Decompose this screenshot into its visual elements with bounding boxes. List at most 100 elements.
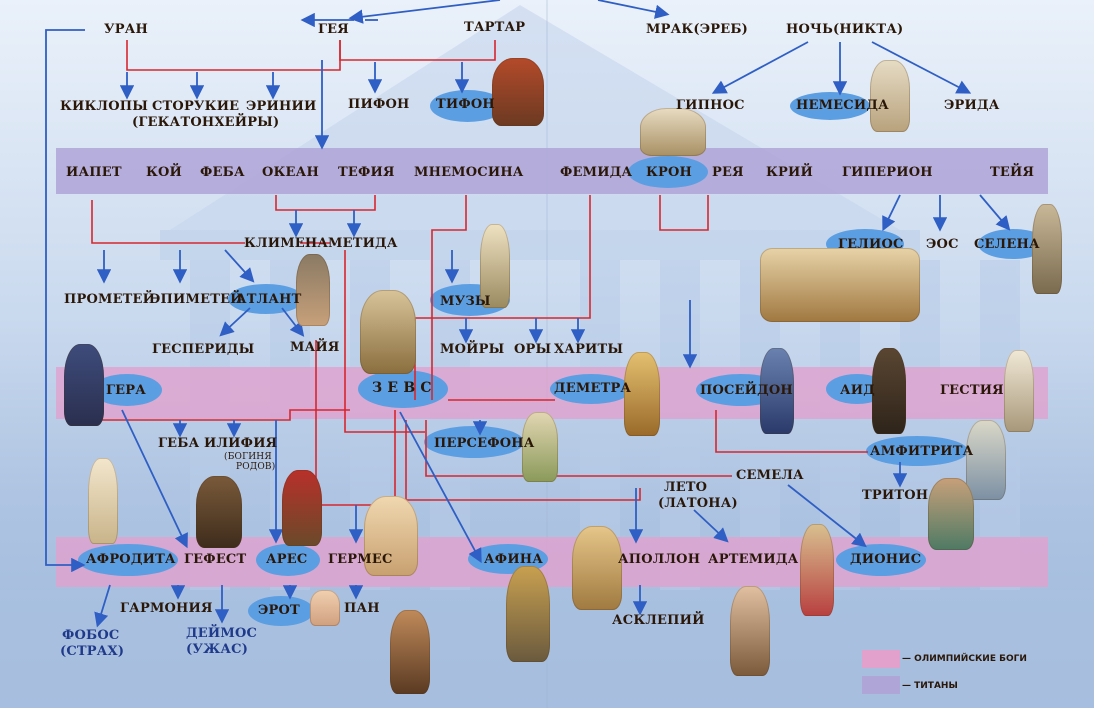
- label-tefiya: ТЕФИЯ: [338, 165, 395, 180]
- legend-titans-swatch: [862, 676, 900, 694]
- label-maiya: МАЙЯ: [290, 340, 340, 355]
- zevs-oval: [358, 370, 448, 408]
- poseidon-figure: [760, 348, 794, 434]
- label-erot: ЭРОТ: [258, 603, 300, 618]
- label-boginya-rodov-1: (БОГИНЯ: [224, 452, 272, 462]
- label-afina: АФИНА: [484, 552, 544, 567]
- artemida-figure: [730, 586, 770, 676]
- kron-oval: [628, 156, 708, 188]
- label-tartar: ТАРТАР: [464, 20, 526, 35]
- label-nemesida: НЕМЕСИДА: [796, 98, 889, 113]
- label-gelios: ГЕЛИОС: [838, 237, 904, 252]
- label-noch: НОЧЬ(НИКТА): [786, 22, 904, 37]
- afrodita-oval: [78, 544, 178, 576]
- label-gefest: ГЕФЕСТ: [184, 552, 247, 567]
- label-gestiya: ГЕСТИЯ: [940, 383, 1004, 398]
- label-reya: РЕЯ: [712, 165, 744, 180]
- legend-titans-label: — ТИТАНЫ: [902, 681, 958, 691]
- label-triton: ТРИТОН: [862, 488, 929, 503]
- label-dionis: ДИОНИС: [850, 552, 922, 567]
- label-ory: ОРЫ: [514, 342, 552, 357]
- label-apollon: АПОЛЛОН: [618, 552, 701, 567]
- amfitrita-figure: [966, 420, 1006, 500]
- afrodita-figure: [88, 458, 118, 544]
- germes-figure: [364, 496, 418, 576]
- label-boginya-rodov-2: РОДОВ): [236, 462, 276, 472]
- gera-figure: [64, 344, 104, 426]
- label-ares: АРЕС: [266, 552, 308, 567]
- erot-oval: [248, 596, 314, 626]
- demetra-oval: [550, 374, 632, 404]
- persefona-figure: [522, 412, 558, 482]
- ares-oval: [256, 544, 320, 576]
- label-demetra: ДЕМЕТРА: [554, 381, 632, 396]
- label-latona: (ЛАТОНА): [658, 496, 738, 511]
- selena-figure: [1032, 204, 1062, 294]
- label-poseidon: ПОСЕЙДОН: [700, 383, 793, 398]
- dionis-oval: [836, 544, 926, 576]
- label-uzhas: (УЖАС): [186, 642, 249, 657]
- label-iapet: ИАПЕТ: [66, 165, 122, 180]
- label-ilifiya: ИЛИФИЯ: [204, 436, 278, 451]
- tifon-figure: [492, 58, 544, 126]
- label-germes: ГЕРМЕС: [328, 552, 393, 567]
- label-femida: ФЕМИДА: [560, 165, 633, 180]
- label-amfitrita: АМФИТРИТА: [870, 444, 974, 459]
- afina-figure: [506, 566, 550, 662]
- label-eos: ЭОС: [926, 237, 959, 252]
- gestiya-figure: [1004, 350, 1034, 432]
- label-pifon: ПИФОН: [348, 97, 410, 112]
- label-gesperidy: ГЕСПЕРИДЫ: [152, 342, 255, 357]
- label-strah: (СТРАХ): [60, 644, 125, 659]
- nemesida-figure: [870, 60, 910, 132]
- label-kiklopy: КИКЛОПЫ: [60, 99, 149, 114]
- label-uran: УРАН: [104, 22, 148, 37]
- pan-figure: [390, 610, 430, 694]
- label-mrak: МРАК(ЭРЕБ): [646, 22, 749, 37]
- label-feba: ФЕБА: [200, 165, 245, 180]
- label-gekatonheiry: (ГЕКАТОНХЕЙРЫ): [132, 115, 280, 130]
- label-kriy: КРИЙ: [766, 165, 813, 180]
- label-aid: АИД: [840, 383, 876, 398]
- label-fobos: ФОБОС: [62, 628, 120, 643]
- label-gera: ГЕРА: [106, 383, 147, 398]
- label-moiry: МОЙРЫ: [440, 342, 505, 357]
- label-erida: ЭРИДА: [944, 98, 1000, 113]
- label-pan: ПАН: [344, 601, 380, 616]
- label-semela: СЕМЕЛА: [736, 468, 804, 483]
- atlant-figure: [296, 254, 330, 326]
- ares-figure: [282, 470, 322, 546]
- legend-olympians-label: — ОЛИМПИЙСКИЕ БОГИ: [902, 654, 1027, 664]
- label-geba: ГЕБА: [158, 436, 200, 451]
- label-deimos: ДЕЙМОС: [186, 626, 258, 641]
- label-garmoniya: ГАРМОНИЯ: [120, 601, 213, 616]
- atlant-oval: [228, 284, 304, 314]
- label-koi: КОЙ: [146, 165, 183, 180]
- label-erinii: ЭРИНИИ: [246, 99, 317, 114]
- label-klimena: КЛИМЕНА: [244, 236, 329, 251]
- erot-figure: [310, 590, 340, 626]
- label-prometei: ПРОМЕТЕЙ: [64, 292, 156, 307]
- demetra-figure: [624, 352, 660, 436]
- titans-band: [56, 148, 1048, 194]
- label-zevs: З Е В С: [372, 380, 432, 396]
- label-asklepiy: АСКЛЕПИЙ: [612, 613, 705, 628]
- label-muzy: МУЗЫ: [440, 294, 491, 309]
- dionis-figure: [800, 524, 834, 616]
- label-geya: ГЕЯ: [318, 22, 349, 37]
- aid-figure: [872, 348, 906, 434]
- label-persefona: ПЕРСЕФОНА: [434, 436, 535, 451]
- label-mnemosina: МНЕМОСИНА: [414, 165, 524, 180]
- label-harity: ХАРИТЫ: [554, 342, 624, 357]
- label-metida: МЕТИДА: [328, 236, 398, 251]
- label-selena: СЕЛЕНА: [974, 237, 1040, 252]
- label-gipnos: ГИПНОС: [676, 98, 745, 113]
- legend-olympians-swatch: [862, 650, 900, 668]
- apollon-figure: [572, 526, 622, 610]
- gipnos-figure: [640, 108, 706, 156]
- label-atlant: АТЛАНТ: [236, 292, 302, 307]
- gefest-figure: [196, 476, 242, 548]
- nemesida-oval: [790, 92, 870, 120]
